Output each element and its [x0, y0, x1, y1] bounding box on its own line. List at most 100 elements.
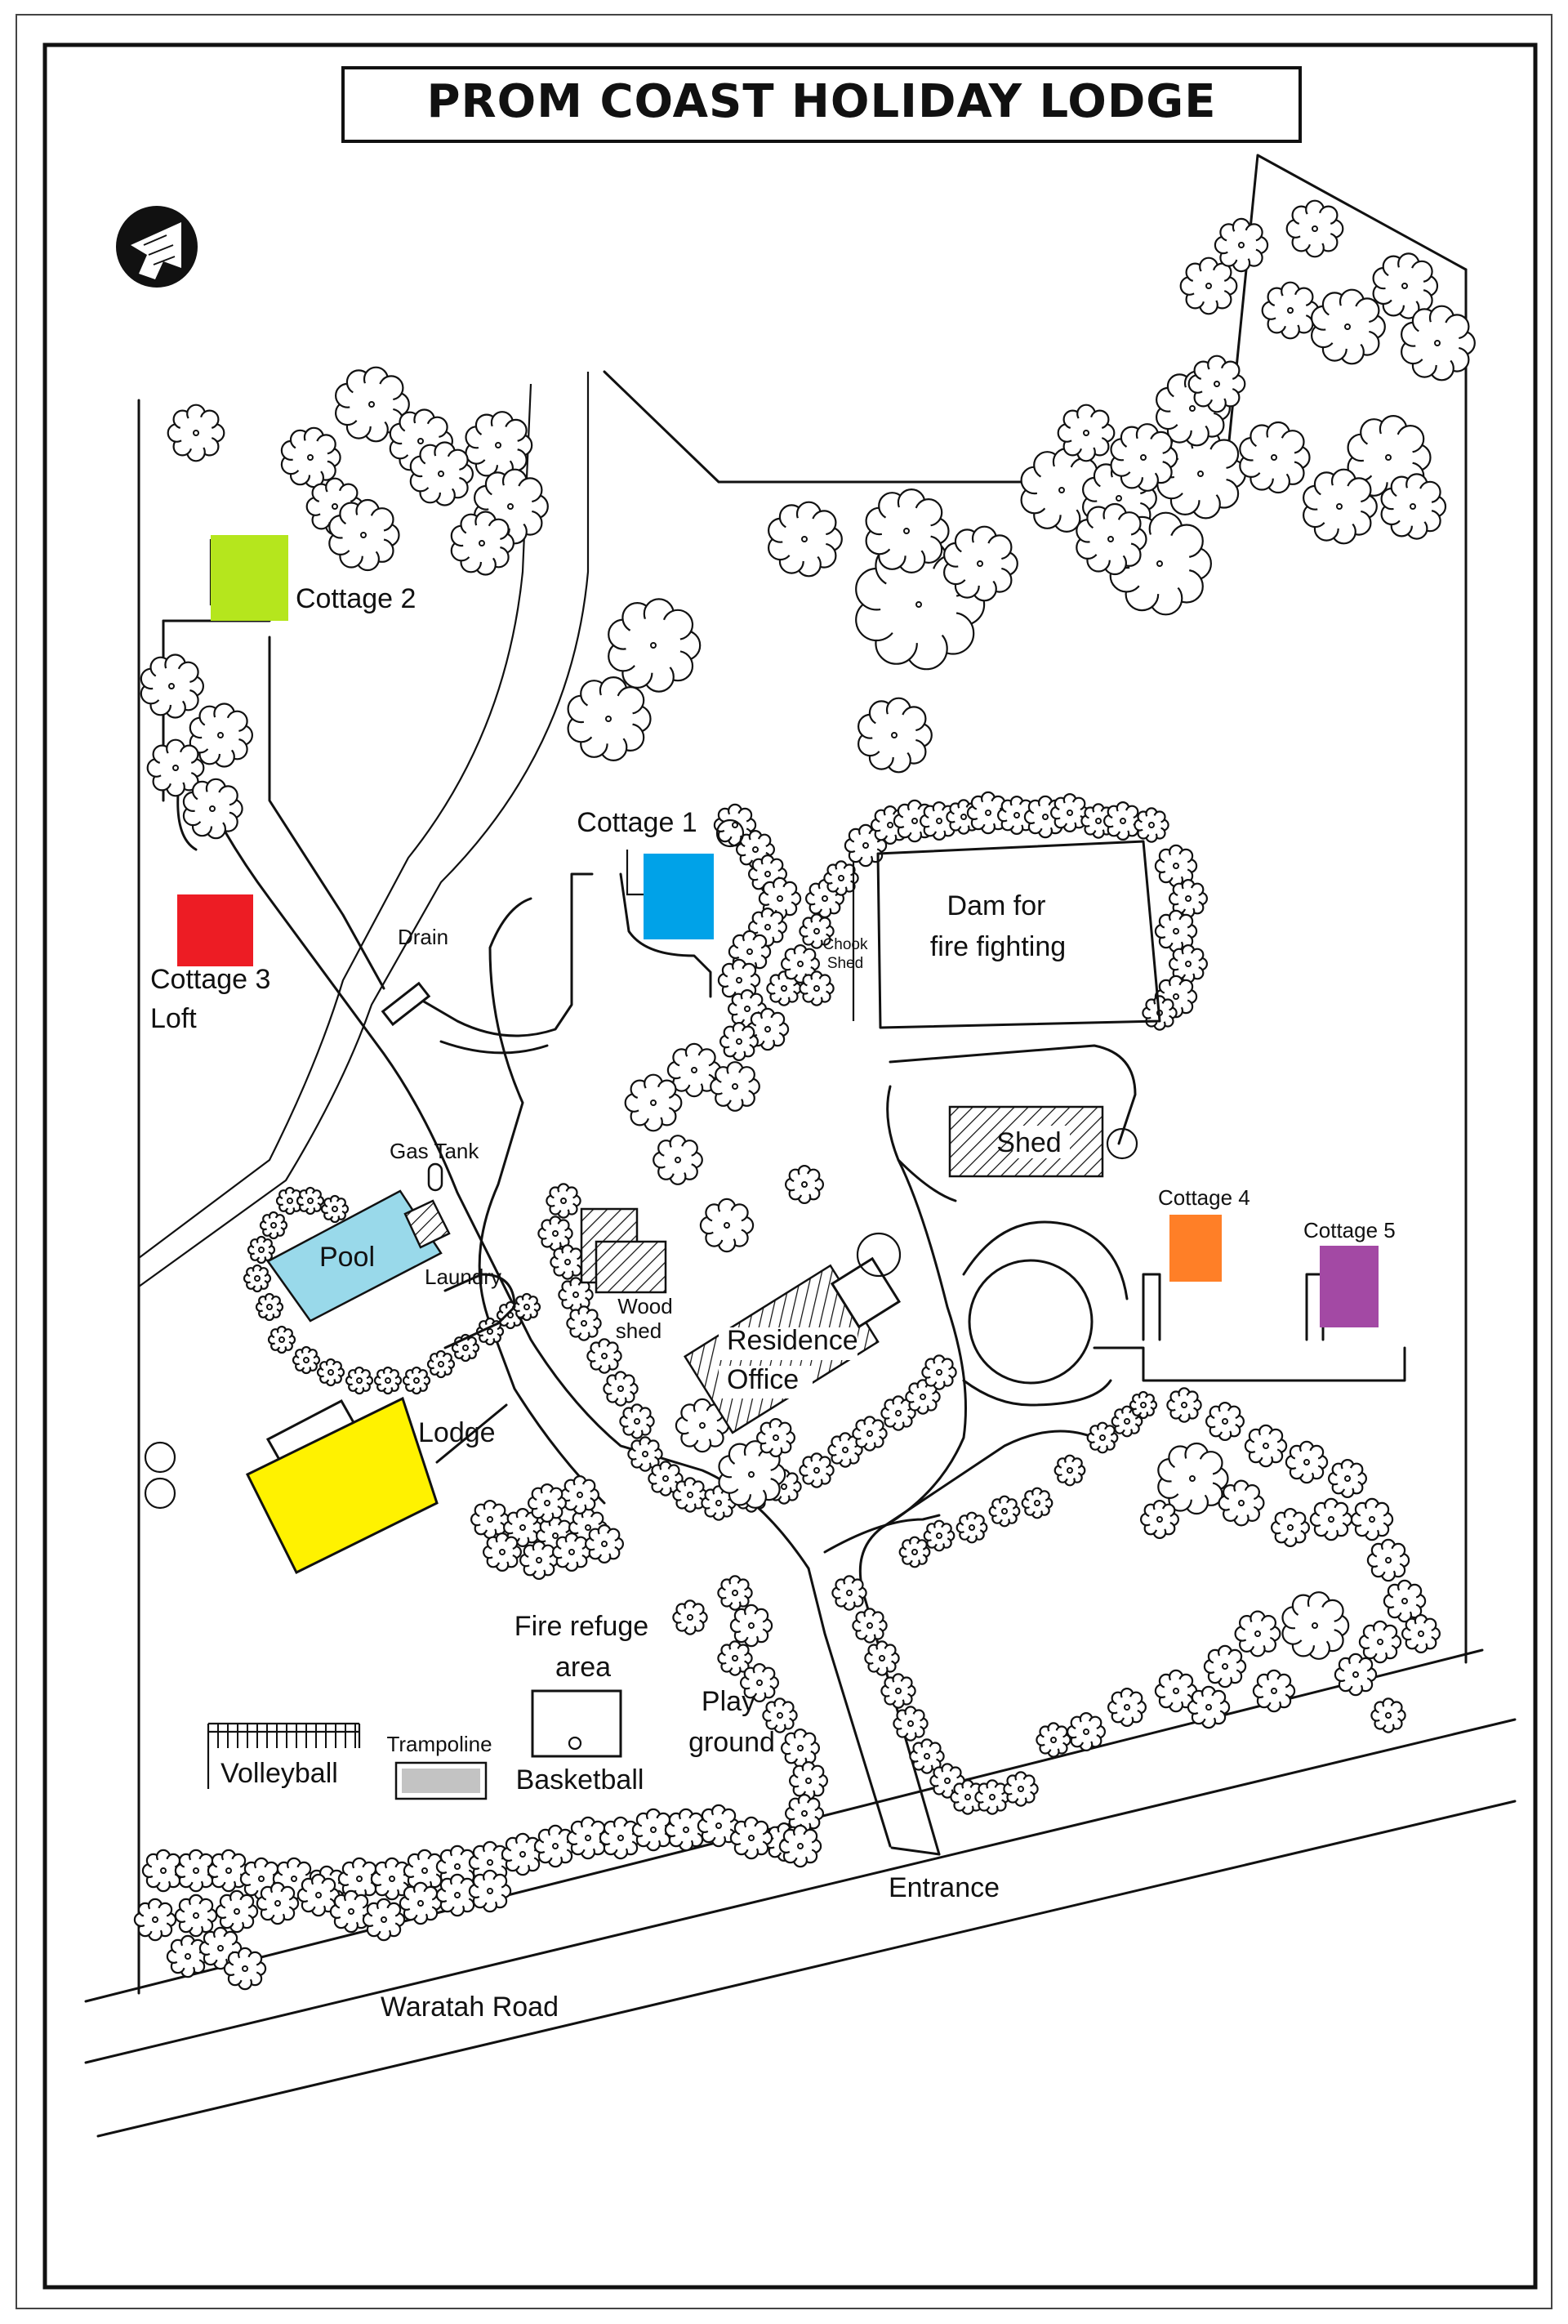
office-label: Office [727, 1364, 799, 1395]
residence-office[interactable]: Residence Office [683, 1232, 911, 1434]
drain-culvert [381, 981, 431, 1027]
tree-icon [729, 1604, 773, 1648]
tree-icon [719, 1022, 759, 1061]
tree-icon [501, 1832, 545, 1876]
wood-shed[interactable]: Wood shed [580, 1207, 673, 1343]
tree-icon [799, 913, 835, 949]
fire-refuge-area[interactable]: Fire refuge area Basketball [514, 1611, 648, 1795]
tree-icon [1310, 288, 1386, 365]
gas-tank[interactable]: Gas Tank [390, 1139, 479, 1192]
cottage-3[interactable]: Cottage 3 Loft [150, 894, 270, 1034]
playground-label-2: ground [688, 1727, 775, 1758]
tree-icon [603, 1371, 639, 1407]
tree-icon [1203, 1644, 1247, 1688]
tree-icon [586, 1338, 622, 1374]
tree-icon [767, 501, 843, 578]
tree-icon [140, 653, 204, 719]
cottage-5[interactable]: Cottage 5 [1303, 1218, 1396, 1327]
basketball-label: Basketball [516, 1764, 644, 1795]
tree-icon [527, 1483, 567, 1523]
tree-icon [864, 1640, 900, 1676]
tree-icon [664, 1808, 708, 1852]
tree-icon [550, 1244, 586, 1280]
playground[interactable]: Play ground [688, 1686, 775, 1758]
tree-icon [373, 1366, 403, 1395]
tree-icon [599, 1816, 643, 1860]
lodge[interactable]: Lodge [144, 1396, 496, 1575]
tree-icon [799, 970, 835, 1006]
map-border [42, 42, 1538, 2290]
tree-icon [1129, 1390, 1158, 1420]
tree-icon [133, 1898, 177, 1942]
tree-icon [223, 1947, 267, 1991]
cottage-4[interactable]: Cottage 4 [1158, 1185, 1250, 1282]
tree-icon [762, 1697, 798, 1733]
tree-icon [1169, 879, 1208, 918]
laundry[interactable]: Laundry [403, 1199, 501, 1289]
dam-label-2: fire fighting [930, 931, 1066, 962]
fire-refuge-label-1: Fire refuge [514, 1611, 648, 1642]
pool[interactable]: Pool [266, 1189, 443, 1323]
tree-icon [475, 1317, 505, 1346]
tree-icon [729, 1816, 773, 1860]
tree-icon [296, 1186, 325, 1216]
tree-icon [844, 823, 888, 868]
tree-icon [174, 1849, 218, 1893]
dam-label-1: Dam for [947, 890, 1046, 921]
tree-icon [1140, 1500, 1179, 1539]
tree-icon [1302, 468, 1378, 545]
tree-icon [450, 511, 514, 576]
tree-icon [166, 1934, 210, 1978]
tree-icon [956, 1511, 988, 1544]
tree-icon [1370, 1697, 1406, 1733]
tree-icon [1350, 1497, 1394, 1541]
cottage-2[interactable]: Cottage 2 [209, 535, 416, 621]
tree-icon [1281, 1591, 1350, 1660]
tree-icon [1234, 1610, 1281, 1657]
tree-icon [921, 1354, 957, 1390]
tree-icon [1383, 1579, 1427, 1623]
residence-label: Residence [727, 1325, 858, 1356]
tree-icon [558, 1277, 594, 1313]
tree-icon [778, 1824, 822, 1868]
tree-icon [653, 1135, 703, 1185]
shed[interactable]: Shed [948, 1105, 1138, 1178]
tree-icon [1067, 1712, 1106, 1751]
tree-icon [247, 1235, 276, 1265]
cottage-3-label: Cottage 3 [150, 964, 270, 995]
tree-icon [1157, 1442, 1229, 1515]
tree-icon [1187, 1685, 1231, 1729]
shed-label: Shed [996, 1127, 1061, 1158]
gas-tank-label: Gas Tank [390, 1139, 479, 1163]
tree-icon [167, 404, 225, 462]
tree-icon [1252, 1669, 1296, 1713]
cottage-1[interactable]: Cottage 1 [577, 807, 745, 939]
north-arrow-icon [116, 206, 198, 288]
tree-icon [624, 1073, 683, 1132]
tree-icon [370, 1857, 414, 1901]
tree-icon [988, 1495, 1021, 1528]
tree-icon [1328, 1459, 1367, 1498]
tree-icon [1285, 199, 1344, 258]
trampoline[interactable]: Trampoline [386, 1732, 492, 1800]
volleyball-court[interactable]: Volleyball [207, 1722, 361, 1789]
tree-icon [1036, 1722, 1071, 1758]
tree-icon [893, 1706, 929, 1742]
tree-icon [1086, 1421, 1119, 1454]
tree-icon [619, 1403, 655, 1439]
tree-icon [182, 778, 243, 840]
tree-icon [1166, 1387, 1202, 1423]
trees [133, 199, 1476, 1991]
tree-icon [174, 1894, 218, 1938]
tree-icon [259, 1211, 288, 1240]
tree-icon [710, 1061, 760, 1112]
tree-icon [559, 1475, 599, 1514]
chook-shed-label-1: Chook [823, 936, 868, 953]
tree-icon [1050, 792, 1089, 832]
tree-icon [1023, 795, 1067, 839]
tree-icon [672, 1477, 708, 1513]
tree-icon [1154, 844, 1198, 888]
tree-icon [1366, 1538, 1410, 1582]
playground-label-1: Play [702, 1686, 755, 1717]
